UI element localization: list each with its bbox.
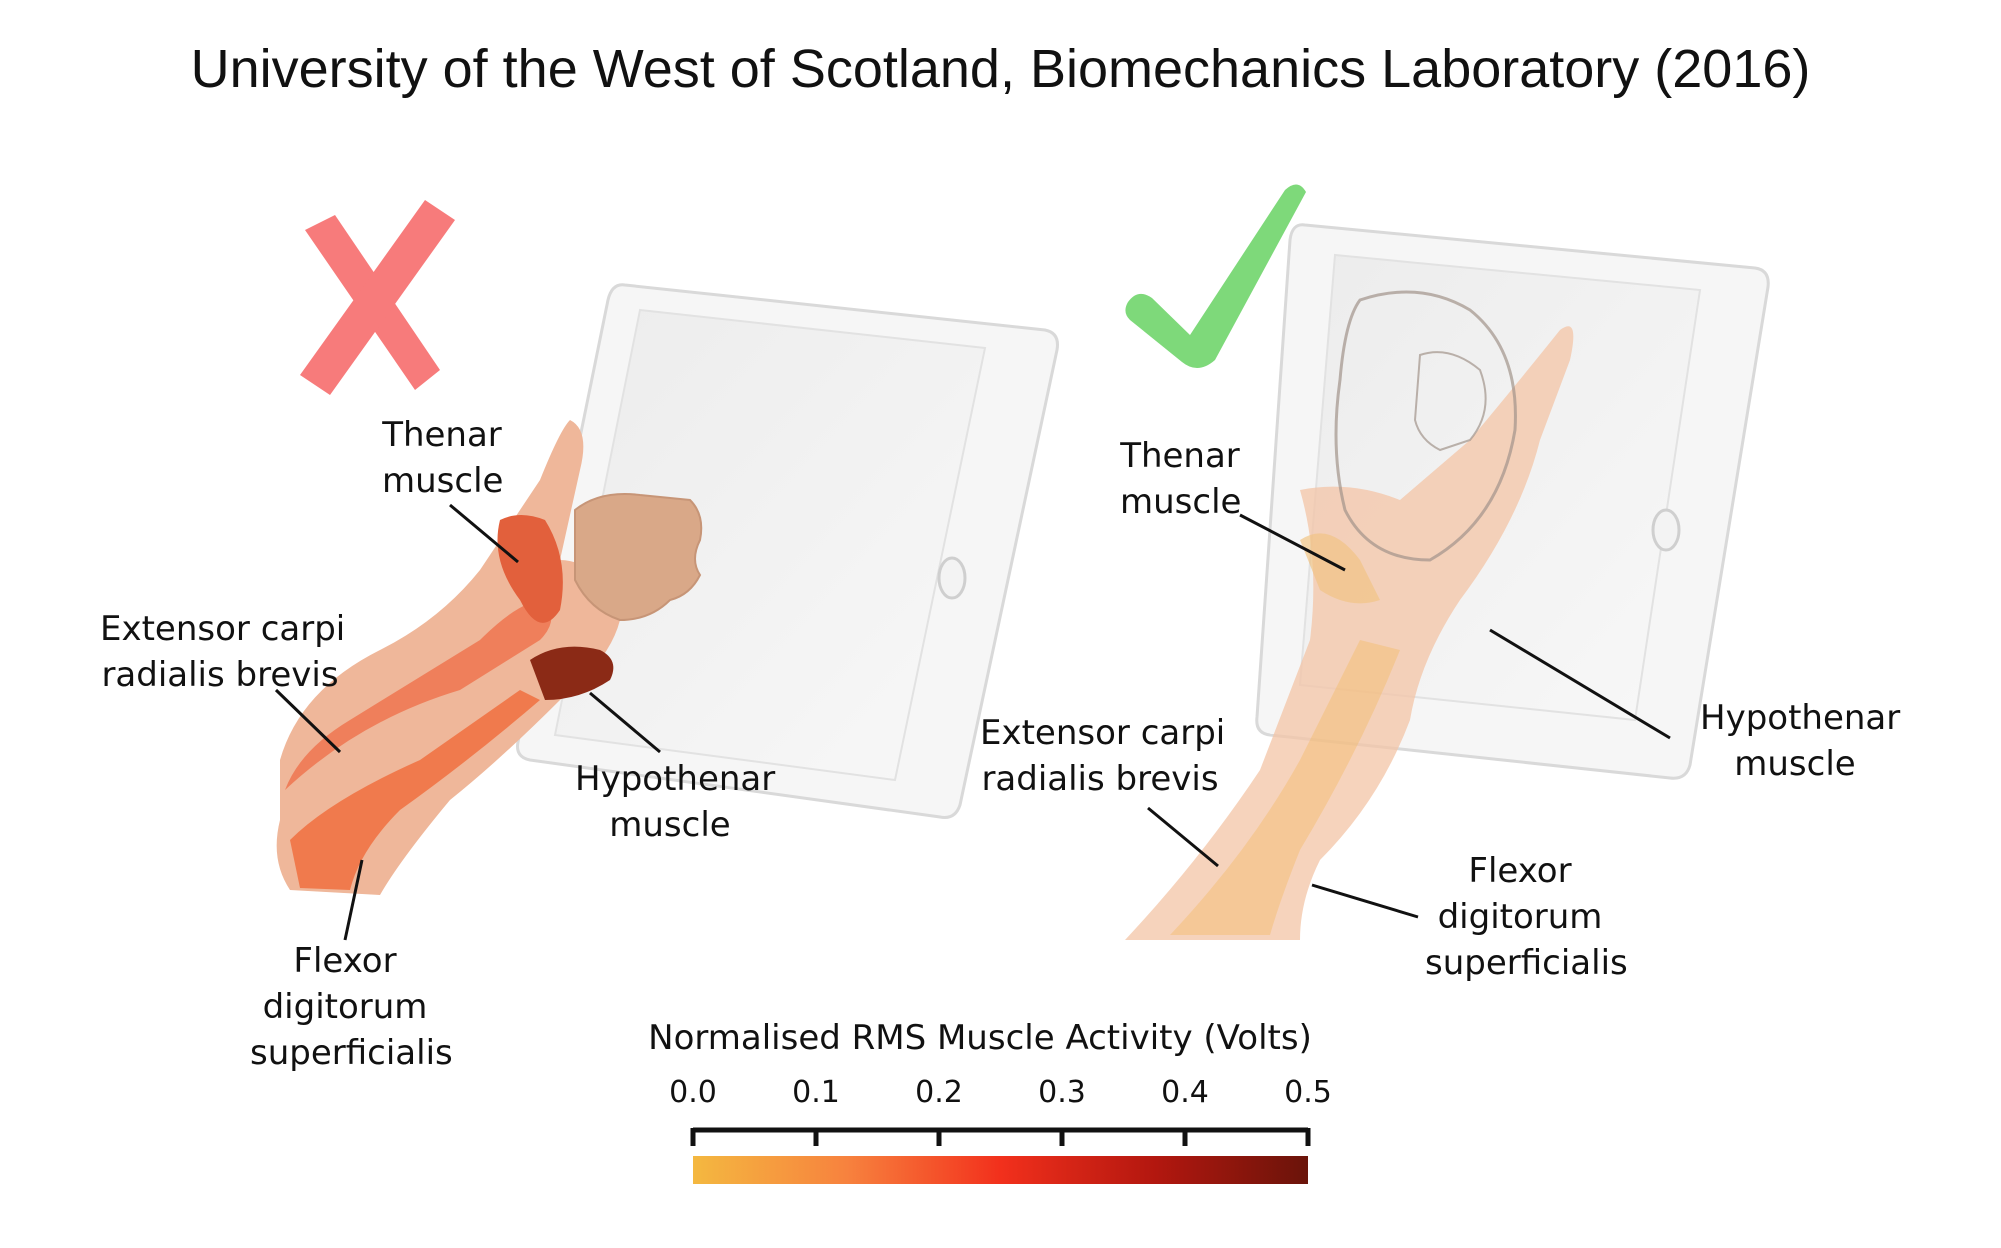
left-tablet [516,283,1059,819]
left-arm [276,420,703,895]
left-label-thenar: Thenar muscle [382,415,504,501]
scale-tick-label-5: 0.5 [1284,1075,1332,1110]
scale-gradient-bar [693,1156,1308,1184]
left-label-extensor: Extensor carpi radialis brevis [100,609,346,695]
scale-tick-label-4: 0.4 [1161,1075,1209,1110]
scale-title: Normalised RMS Muscle Activity (Volts) [648,1018,1312,1058]
scale-tick-label-0: 0.0 [669,1075,717,1110]
color-scale [690,1127,1311,1184]
figure-title: University of the West of Scotland, Biom… [190,39,1811,99]
left-label-flexor: Flexor digitorum superficialis [250,941,453,1073]
right-label-thenar: Thenar muscle [1120,436,1242,522]
scale-tick-label-1: 0.1 [792,1075,840,1110]
right-label-hypothenar: Hypothenar muscle [1700,698,1901,784]
left-label-hypothenar: Hypothenar muscle [575,759,776,845]
right-leader-lines [1147,513,1671,919]
scale-tick-label-3: 0.3 [1038,1075,1086,1110]
scale-tick-label-2: 0.2 [915,1075,963,1110]
scale-tick-marks [690,1128,1311,1146]
check-icon [1125,184,1306,369]
right-label-flexor: Flexor digitorum superficialis [1425,851,1628,983]
cross-icon [300,200,455,395]
left-leader-lines [274,503,661,941]
right-label-extensor: Extensor carpi radialis brevis [980,713,1226,799]
